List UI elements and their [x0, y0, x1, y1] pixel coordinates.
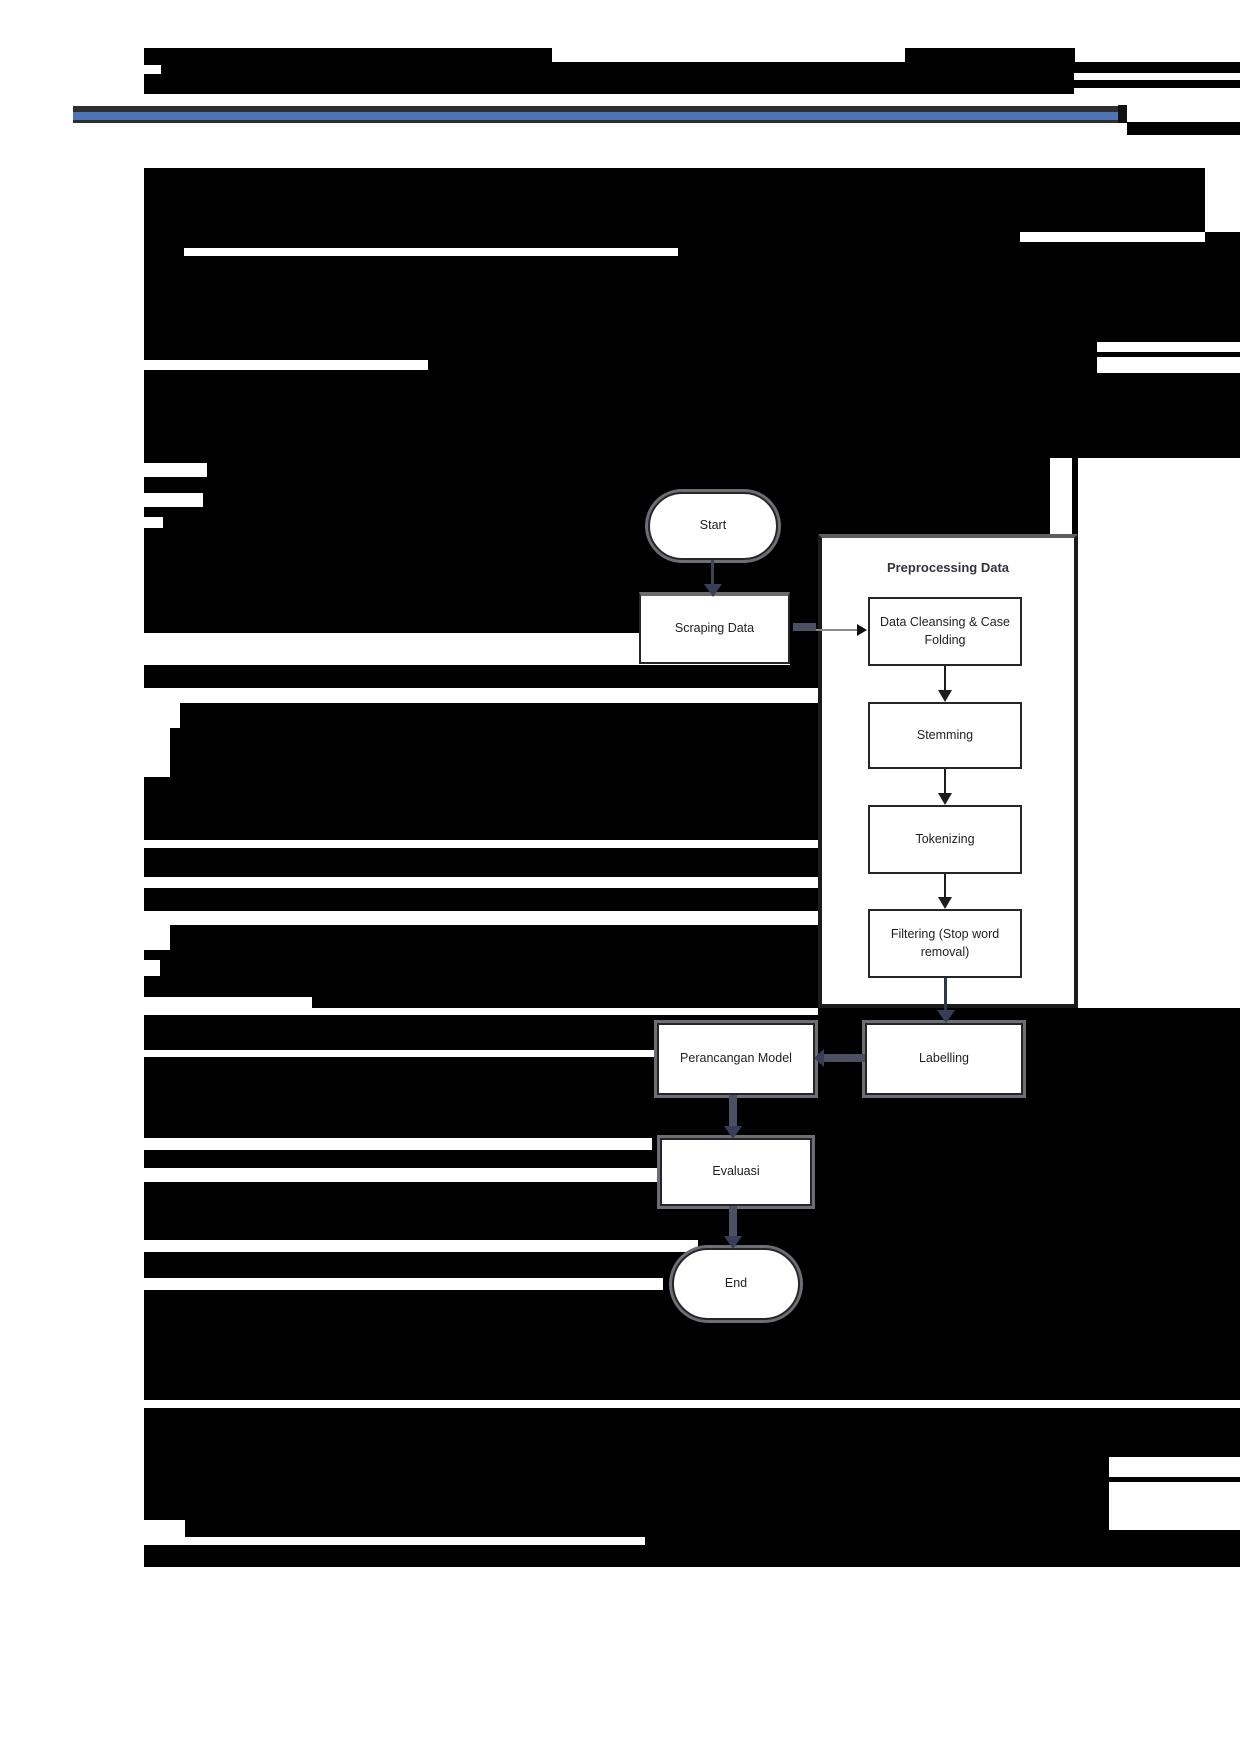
- redaction-bar: [144, 1408, 1240, 1457]
- header-rule-top: [73, 106, 1121, 112]
- arrow-scraping-cleansing: [816, 629, 858, 631]
- arrow-start-scraping: [711, 560, 714, 586]
- redaction-bar: [180, 703, 818, 728]
- redaction-gap: [144, 728, 170, 777]
- node-label-perancangan-model: Perancangan Model: [680, 1051, 792, 1066]
- redaction-bar: [144, 48, 552, 62]
- arrow-evaluasi-end: [729, 1206, 737, 1237]
- flowchart-node-tokenizing: Tokenizing: [868, 805, 1022, 874]
- flowchart-node-perancangan-model: Perancangan Model: [657, 1023, 815, 1095]
- redaction-bar: [144, 168, 1240, 458]
- redaction-gap: [144, 1240, 698, 1252]
- flowchart-node-filtering: Filtering (Stop word removal): [868, 909, 1022, 978]
- redaction-bar: [144, 728, 818, 840]
- preprocessing-data-label: Preprocessing Data: [886, 560, 1010, 575]
- redaction-bar: [905, 48, 1075, 62]
- redaction-bar: [1070, 80, 1240, 88]
- flowchart-node-start: Start: [648, 492, 778, 560]
- redaction-bar: [192, 628, 294, 633]
- arrow-stemming-tokenizing: [944, 769, 946, 794]
- node-label-labelling: Labelling: [918, 1051, 970, 1066]
- redaction-bar: [144, 665, 818, 688]
- node-label-end: End: [724, 1276, 748, 1291]
- redaction-bar: [1072, 455, 1078, 535]
- redaction-gap: [144, 360, 428, 370]
- redaction-bar: [144, 950, 818, 997]
- redaction-gap: [144, 65, 161, 74]
- arrowhead-scraping-cleansing: [857, 624, 867, 636]
- redaction-gap: [144, 517, 163, 528]
- arrowhead-start-scraping: [704, 584, 722, 597]
- arrowhead-filtering-labelling: [937, 1010, 955, 1023]
- redaction-gap: [1205, 168, 1240, 232]
- redaction-bar: [144, 888, 818, 911]
- redaction-bar: [144, 1457, 1109, 1477]
- redaction-gap: [144, 493, 203, 507]
- flowchart-node-labelling: Labelling: [865, 1023, 1023, 1095]
- redaction-bar: [144, 62, 1074, 94]
- redaction-gap: [184, 248, 678, 256]
- header-rule-bottom: [73, 120, 1121, 123]
- arrow-perancangan-evaluasi: [729, 1095, 737, 1127]
- redaction-bar: [144, 458, 1050, 540]
- node-label-start: Start: [699, 518, 727, 533]
- node-label-scraping-data: Scraping Data: [674, 621, 755, 636]
- redaction-gap: [144, 463, 207, 477]
- redaction-bar: [1109, 1530, 1240, 1537]
- redaction-bar: [312, 997, 818, 1008]
- redaction-bar: [645, 1537, 1240, 1545]
- redaction-bar: [144, 1477, 1240, 1482]
- header-rule-endcap: [1118, 105, 1127, 123]
- arrowhead-tokenizing-filtering: [938, 897, 952, 909]
- arrowhead-evaluasi-end: [724, 1236, 742, 1249]
- arrow-scraping-stub: [793, 623, 816, 631]
- node-label-data-cleansing: Data Cleansing & Case Folding: [880, 615, 1010, 647]
- arrow-cleansing-stemming: [944, 666, 946, 692]
- flowchart-group-title: Preprocessing Data: [818, 560, 1078, 575]
- flowchart-node-evaluasi: Evaluasi: [660, 1138, 812, 1206]
- arrowhead-stemming-tokenizing: [938, 793, 952, 805]
- flowchart-node-end: End: [672, 1248, 800, 1320]
- header-rule-blue: [73, 112, 1121, 120]
- arrowhead-cleansing-stemming: [938, 690, 952, 702]
- arrow-filtering-labelling: [944, 978, 947, 1011]
- redaction-gap: [144, 1050, 657, 1057]
- redaction-bar: [185, 1520, 1109, 1537]
- redaction-bar: [1070, 62, 1240, 73]
- redaction-gap: [144, 1138, 652, 1150]
- flowchart-node-data-cleansing: Data Cleansing & Case Folding: [868, 597, 1022, 666]
- redaction-bar: [144, 595, 639, 633]
- arrowhead-perancangan-evaluasi: [724, 1126, 742, 1139]
- redaction-bar: [144, 848, 818, 877]
- node-label-filtering: Filtering (Stop word removal): [890, 927, 1000, 959]
- redaction-bar: [1127, 122, 1240, 135]
- arrow-tokenizing-filtering: [944, 874, 946, 898]
- redaction-bar: [144, 1503, 1109, 1520]
- redaction-gap: [1097, 342, 1240, 352]
- redaction-bar: [170, 925, 818, 950]
- redaction-gap: [144, 960, 160, 976]
- redaction-gap: [144, 1278, 663, 1290]
- node-label-tokenizing: Tokenizing: [915, 831, 975, 846]
- redaction-bar: [144, 1015, 818, 1030]
- redaction-gap: [1097, 357, 1240, 373]
- arrow-labelling-perancangan: [824, 1054, 865, 1062]
- node-label-evaluasi: Evaluasi: [712, 1164, 760, 1179]
- redaction-bar: [144, 1482, 1109, 1503]
- flowchart-node-stemming: Stemming: [868, 702, 1022, 769]
- flowchart-node-scraping-data: Scraping Data: [639, 592, 790, 664]
- node-label-stemming: Stemming: [916, 727, 974, 742]
- redaction-bar: [144, 1545, 1240, 1567]
- redaction-gap: [1020, 232, 1205, 242]
- arrowhead-labelling-perancangan: [814, 1049, 824, 1067]
- redaction-gap: [144, 1168, 657, 1182]
